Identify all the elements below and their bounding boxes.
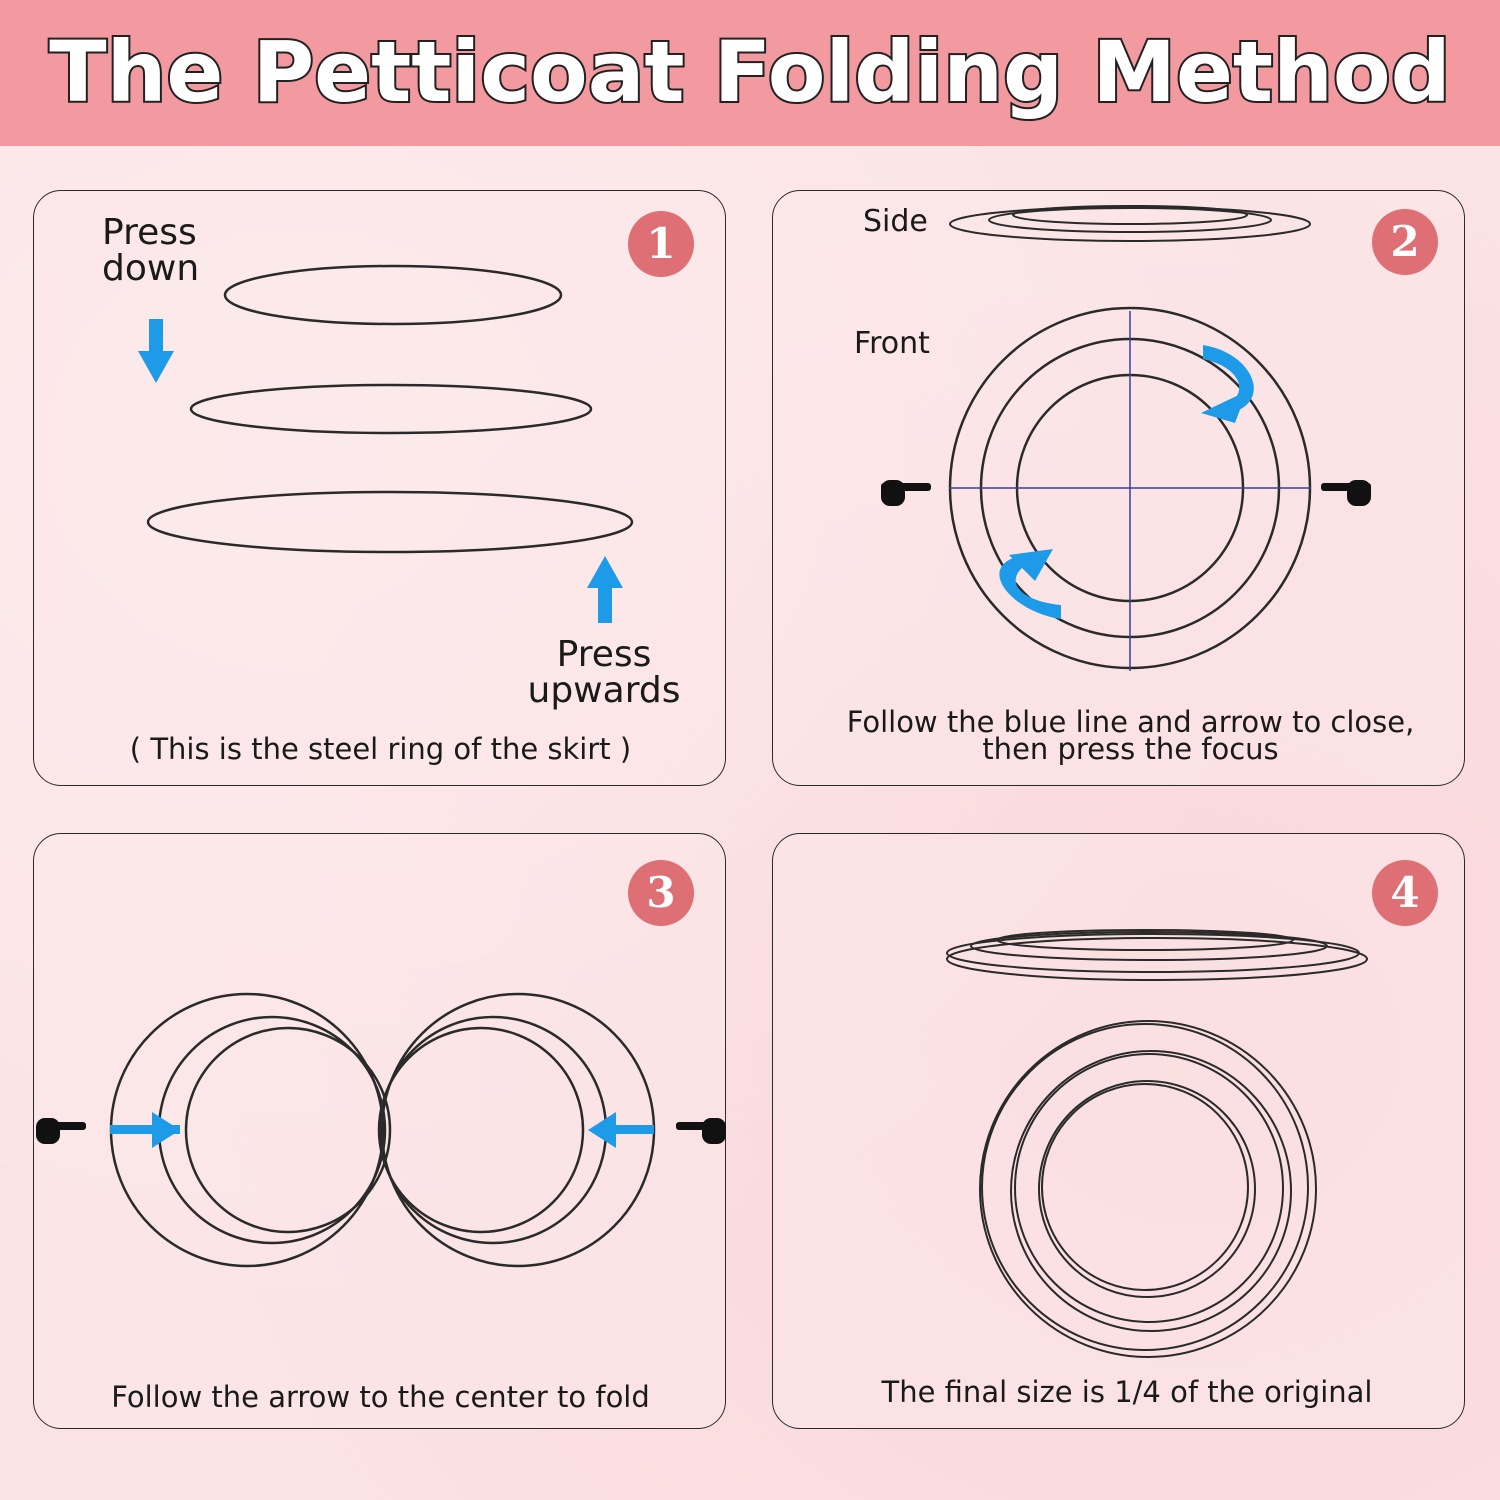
press-down-label: Press down — [102, 212, 200, 289]
up-arrow-icon — [587, 556, 623, 623]
side-view-rings — [949, 205, 1311, 242]
pointing-hand-icon — [36, 1118, 86, 1144]
page-title: The Petticoat Folding Method — [47, 21, 1452, 123]
side-label: Side — [863, 204, 928, 239]
ring-top — [223, 264, 563, 326]
folded-front-rings — [979, 1020, 1317, 1358]
step-3-caption: Follow the arrow to the center to fold — [111, 1380, 650, 1414]
step-3-diagram — [36, 992, 726, 1268]
folded-side-rings — [946, 929, 1368, 981]
press-upwards-label: Press upwards — [527, 634, 681, 711]
step-3-badge: 3 — [628, 860, 694, 926]
step-4-panel: 4 The final size is 1/4 of the original — [772, 833, 1465, 1429]
step-2-badge: 2 — [1372, 209, 1438, 275]
ring-bottom — [146, 490, 634, 554]
front-label: Front — [854, 326, 930, 361]
pointing-hand-icon — [676, 1118, 726, 1144]
step-2-diagram — [881, 205, 1371, 671]
curved-arrow-icon — [1201, 345, 1254, 423]
curved-arrow-icon — [999, 549, 1061, 619]
pointing-hand-icon — [1321, 480, 1371, 506]
step-1-badge: 1 — [628, 211, 694, 277]
step-2-caption: Follow the blue line and arrow to close,… — [846, 705, 1415, 766]
step-2-panel: 2 Side Front Follow the blue line and ar… — [772, 190, 1465, 786]
ring-middle — [189, 383, 593, 435]
left-arrow-icon — [588, 1112, 654, 1148]
step-4-badge: 4 — [1372, 860, 1438, 926]
step-1-diagram — [138, 264, 634, 623]
step-1-caption: ( This is the steel ring of the skirt ) — [129, 732, 632, 766]
step-3-panel: 3 Follow the arrow to the center to fold — [33, 833, 726, 1429]
step-4-caption: The final size is 1/4 of the original — [881, 1375, 1373, 1409]
step-1-panel: 1 Press down Press upwards ( This is the… — [33, 190, 726, 786]
step-4-diagram — [946, 929, 1368, 1358]
down-arrow-icon — [138, 319, 174, 383]
blue-guide-lines — [949, 311, 1311, 671]
header-banner: The Petticoat Folding Method — [0, 0, 1500, 146]
right-arrow-icon — [110, 1112, 180, 1148]
pointing-hand-icon — [881, 480, 931, 506]
